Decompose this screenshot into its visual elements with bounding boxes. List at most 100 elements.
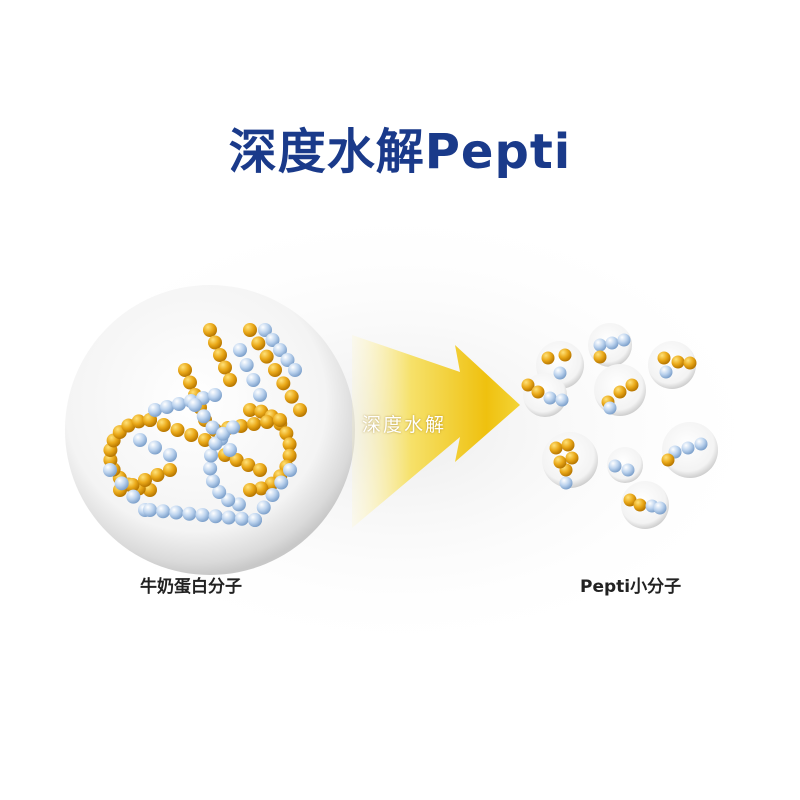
blue-bead [226, 420, 241, 435]
blue-bead [203, 461, 218, 476]
blue-bead [169, 505, 184, 520]
blue-bead [163, 448, 177, 462]
blue-bead [204, 448, 219, 463]
gold-bead [178, 363, 192, 377]
blue-bead [133, 433, 147, 447]
gold-bead [531, 385, 545, 399]
blue-bead [208, 436, 223, 451]
gold-bead [213, 348, 227, 362]
blue-bead [221, 493, 236, 508]
blue-bead [288, 363, 302, 377]
gold-bead [671, 355, 685, 369]
gold-bead [657, 351, 671, 365]
gold-bead [273, 413, 287, 427]
blue-bead [593, 338, 607, 352]
blue-bead [265, 333, 280, 347]
gold-bead [683, 356, 697, 370]
blue-bead [216, 426, 231, 441]
gold-bead [138, 473, 152, 487]
blue-bead [239, 358, 254, 372]
blue-bead [265, 488, 280, 502]
blue-bead [603, 401, 617, 415]
gold-bead [131, 414, 146, 429]
gold-bead [593, 350, 607, 364]
blue-bead [246, 373, 261, 387]
blue-bead [143, 503, 157, 517]
blue-bead [182, 506, 197, 521]
blue-bead [126, 489, 141, 504]
gold-bead [625, 378, 639, 392]
blue-bead [196, 409, 211, 424]
blue-bead [188, 398, 202, 412]
blue-bead [223, 443, 237, 457]
peptide-label: Pepti小分子 [580, 577, 682, 597]
blue-bead [212, 485, 227, 500]
gold-bead [243, 323, 257, 337]
blue-bead [694, 437, 708, 451]
gold-bead [243, 483, 257, 497]
gold-bead [150, 468, 165, 482]
page-title: 深度水解Pepti [228, 124, 572, 180]
gold-bead [253, 463, 267, 477]
blue-bead [274, 475, 289, 490]
gold-bead [260, 415, 274, 429]
gold-bead [541, 351, 555, 365]
blue-bead [283, 463, 297, 477]
blue-bead [559, 476, 573, 490]
gold-bead [633, 498, 647, 512]
gold-bead [203, 323, 217, 337]
blue-bead [681, 441, 695, 455]
gold-bead [247, 417, 261, 431]
blue-bead [103, 463, 117, 477]
gold-bead [241, 458, 256, 472]
gold-bead [284, 389, 299, 404]
gold-bead [259, 349, 274, 364]
gold-bead [565, 451, 579, 465]
gold-bead [282, 448, 297, 463]
blue-bead [148, 403, 162, 417]
arrow-label: 深度水解 [362, 414, 447, 436]
blue-bead [608, 459, 622, 473]
blue-bead [160, 400, 174, 414]
blue-bead [148, 440, 162, 455]
blue-bead [280, 353, 295, 367]
gold-bead [208, 335, 222, 350]
gold-bead [163, 463, 177, 477]
blue-bead [617, 333, 631, 347]
gold-bead [623, 493, 637, 507]
gold-bead [268, 363, 282, 377]
blue-bead [621, 463, 635, 477]
blue-bead [195, 508, 210, 522]
protein-label: 牛奶蛋白分子 [140, 577, 242, 597]
gold-bead [521, 378, 535, 392]
gold-bead [254, 481, 269, 496]
gold-bead [170, 423, 185, 437]
gold-bead [613, 385, 627, 399]
gold-bead [103, 452, 118, 467]
blue-bead [273, 343, 287, 357]
blue-bead [221, 510, 236, 525]
gold-bead [243, 403, 257, 417]
blue-bead [553, 366, 567, 380]
gold-bead [223, 373, 237, 387]
protein-chain [103, 323, 307, 527]
blue-bead [208, 388, 222, 402]
gold-bead [218, 360, 232, 375]
blue-bead [659, 365, 673, 379]
gold-bead [661, 453, 675, 467]
blue-bead [233, 343, 247, 357]
blue-bead [208, 509, 223, 524]
gold-bead [282, 437, 297, 452]
gold-bead [553, 455, 567, 469]
blue-bead [172, 397, 186, 411]
blue-bead [555, 393, 569, 407]
blue-bead [156, 504, 171, 519]
blue-bead [234, 511, 249, 526]
gold-bead [561, 438, 575, 452]
gold-bead [293, 403, 307, 417]
blue-bead [256, 500, 271, 515]
gold-bead [549, 441, 563, 455]
blue-bead [253, 388, 267, 402]
gold-bead [183, 375, 197, 390]
